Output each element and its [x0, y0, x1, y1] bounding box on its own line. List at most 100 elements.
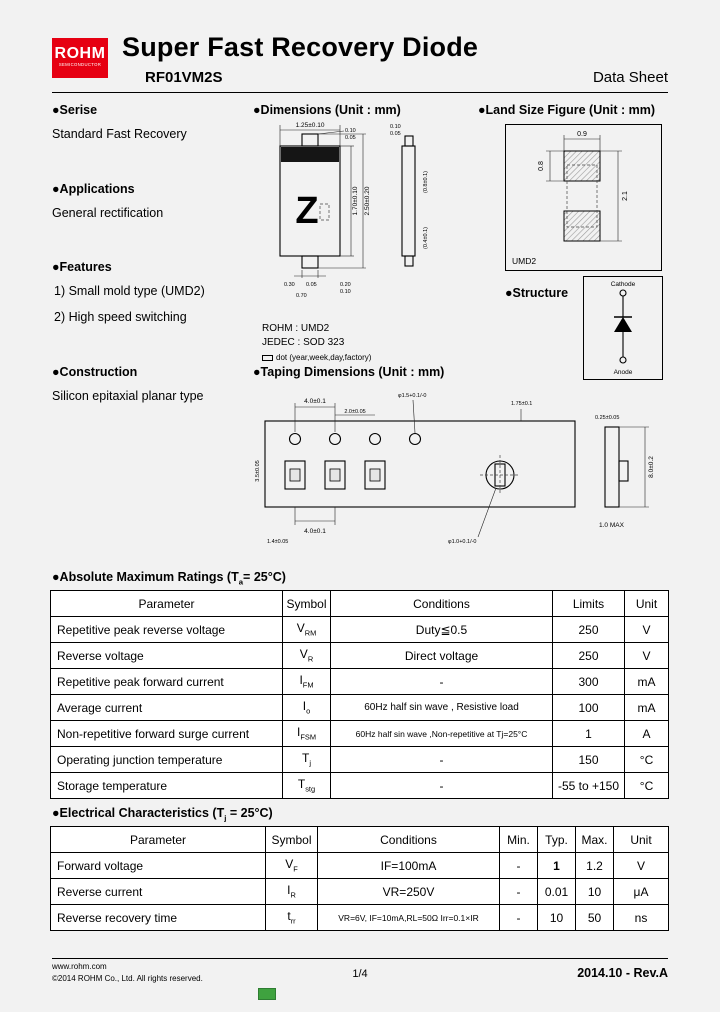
cell-symbol: IR — [265, 878, 318, 905]
series-heading: ●Serise — [52, 103, 98, 117]
symbol-base: I — [299, 673, 303, 688]
col-header-unit: Unit — [624, 590, 669, 617]
cell-parameter: Average current — [50, 694, 283, 721]
taping-end-width-label: 8.0±0.2 — [648, 456, 655, 478]
symbol-sub: FSM — [300, 732, 317, 742]
features-heading: ●Features — [52, 260, 112, 274]
taping-heading: ●Taping Dimensions (Unit : mm) — [253, 365, 445, 379]
cell-symbol: Tj — [282, 746, 331, 773]
dim-body-height: 1.70±0.10 — [352, 186, 359, 215]
sprocket-hole — [368, 432, 382, 446]
page-number: 1/4 — [352, 968, 368, 980]
col-header-typ: Typ. — [537, 826, 576, 853]
side-top-lead — [404, 135, 414, 147]
taping-offset-label: 1.75±0.1 — [511, 401, 532, 407]
tape-outline — [264, 420, 576, 508]
cell-limits: 1 — [552, 720, 625, 747]
abs-max-heading: ●Absolute Maximum Ratings (Ta= 25°C) — [52, 570, 286, 587]
footer-url: www.rohm.com — [52, 962, 107, 971]
symbol-base: T — [302, 751, 310, 766]
component-in-pocket — [329, 468, 341, 482]
land-pad-height-label: 0.8 — [538, 161, 545, 171]
side-view-body — [401, 145, 416, 257]
taping-pocket-pitch-label: 4.0±0.1 — [304, 528, 326, 535]
cell-parameter: Repetitive peak forward current — [50, 668, 283, 695]
col-header-conditions: Conditions — [317, 826, 500, 853]
marking-note-text: dot (year,week,day,factory) — [276, 353, 372, 362]
col-header-conditions: Conditions — [330, 590, 553, 617]
table-row: Operating junction temperature Tj - 150 … — [50, 746, 669, 773]
cell-limits: 250 — [552, 616, 625, 643]
anode-terminal — [619, 356, 627, 364]
abs-max-table: Parameter Symbol Conditions Limits Unit … — [50, 590, 669, 799]
cell-min: - — [499, 904, 538, 931]
marking-dot-box — [319, 203, 330, 221]
symbol-sub: rr — [290, 916, 296, 926]
cathode-terminal — [619, 289, 627, 297]
construction-body: Silicon epitaxial planar type — [52, 389, 204, 403]
revision-label: 2014.10 - Rev.A — [577, 966, 668, 980]
cell-conditions: - — [330, 772, 553, 799]
dim-label: 0.05 — [306, 282, 317, 288]
symbol-base: V — [285, 857, 294, 872]
col-header-symbol: Symbol — [265, 826, 318, 853]
component-in-pocket — [289, 468, 301, 482]
dim-total-height: 2.50±0.20 — [364, 186, 371, 215]
cell-typ: 10 — [537, 904, 576, 931]
footer-copyright: ©2014 ROHM Co., Ltd. All rights reserved… — [52, 974, 203, 983]
cell-unit: V — [624, 616, 669, 643]
taping-hole-dia-label: φ1.5+0.1/-0 — [398, 393, 427, 399]
diode-triangle — [614, 317, 632, 332]
taping-pitch-label: 4.0±0.1 — [304, 398, 326, 405]
table-row: Reverse current IR VR=250V - 0.01 10 μA — [50, 878, 669, 905]
symbol-sub: RM — [304, 628, 317, 638]
package-outline-dashed — [566, 164, 598, 228]
taping-pocket-dia-label: φ1.0+0.1/-0 — [448, 539, 477, 545]
cell-parameter: Non-repetitive forward surge current — [50, 720, 283, 747]
dim-label: 0.30 — [284, 282, 295, 288]
footer-rule — [52, 958, 668, 959]
marking-z: Z — [295, 190, 318, 232]
cell-unit: mA — [624, 668, 669, 695]
cell-unit: mA — [624, 694, 669, 721]
heading-subscript: a — [238, 577, 244, 587]
cell-min: - — [499, 852, 538, 879]
land-pad-width-label: 0.9 — [577, 131, 587, 138]
elec-table: Parameter Symbol Conditions Min. Typ. Ma… — [50, 826, 669, 931]
col-header-unit: Unit — [613, 826, 669, 853]
dim-label: (0.8±0.1) — [423, 171, 429, 193]
cell-typ: 1 — [537, 852, 576, 879]
elec-heading: ●Electrical Characteristics (Tj = 25°C) — [52, 806, 273, 823]
cell-symbol: IFSM — [282, 720, 331, 747]
cell-symbol: IFM — [282, 668, 331, 695]
dim-label: 0.70 — [296, 293, 307, 299]
symbol-base: t — [287, 909, 291, 924]
cell-conditions: 60Hz half sin wave ,Non-repetitive at Tj… — [330, 720, 553, 747]
table-header-row: Parameter Symbol Conditions Min. Typ. Ma… — [50, 826, 669, 853]
feature-item: 1) Small mold type (UMD2) — [54, 284, 205, 298]
symbol-base: I — [296, 725, 301, 740]
cell-limits: 150 — [552, 746, 625, 773]
col-header-max: Max. — [575, 826, 614, 853]
land-total-height-label: 2.1 — [622, 191, 629, 201]
taping-width-label: 3.5±0.05 — [255, 460, 261, 481]
cell-unit: μA — [613, 878, 669, 905]
cell-conditions: - — [330, 668, 553, 695]
cell-max: 10 — [575, 878, 614, 905]
side-bottom-lead — [404, 255, 414, 267]
page-title: Super Fast Recovery Diode — [122, 32, 479, 62]
land-figure-box: 0.9 0.8 2.1 UMD2 — [505, 124, 662, 271]
land-package-label: UMD2 — [512, 256, 536, 266]
symbol-sub: j — [309, 758, 311, 768]
col-header-symbol: Symbol — [282, 590, 331, 617]
dim-label: (0.4±0.1) — [423, 227, 429, 249]
applications-body: General rectification — [52, 206, 164, 220]
cell-conditions: Duty≦0.5 — [330, 616, 553, 643]
part-number: RF01VM2S — [145, 69, 223, 86]
cell-limits: 300 — [552, 668, 625, 695]
doc-type-label: Data Sheet — [592, 69, 668, 86]
symbol-sub: stg — [305, 784, 316, 794]
rohm-logo: ROHM SEMICONDUCTOR — [52, 38, 108, 78]
taping-drawing: 4.0±0.1 2.0±0.05 φ1.5+0.1/-0 1.75±0.1 4.… — [255, 393, 655, 545]
